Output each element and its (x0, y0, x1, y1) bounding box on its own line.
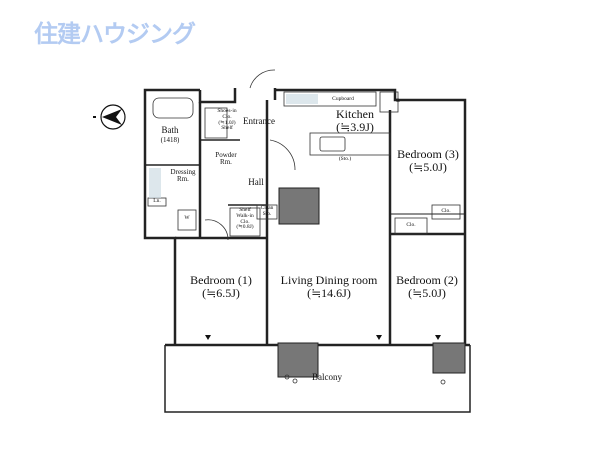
room-size: (≒3.9J) (336, 119, 374, 134)
room-size: (≒14.6J) (307, 285, 351, 300)
storage-name-2: Sto. (262, 210, 272, 217)
closet-label: Clo. (406, 222, 416, 228)
storage-name: Clean (260, 205, 274, 211)
closet-name-2: Clo. (222, 113, 232, 120)
room-bedroom-1: Bedroom (1)(≒6.5J) (190, 274, 252, 299)
room-name-2: Rm. (220, 158, 232, 167)
linen-label: Ln. (153, 198, 161, 204)
room-bedroom-3: Bedroom (3)(≒5.0J) (397, 148, 459, 173)
room-name: Bath (161, 125, 179, 135)
room-bath: Bath(1418) (160, 125, 180, 145)
cupboard-label: Cupboard (332, 96, 354, 102)
room-size: (≒6.5J) (202, 285, 240, 300)
room-size: (≒5.0J) (409, 159, 447, 174)
room-size: (1418) (160, 136, 180, 145)
shelf-label: Shelf (221, 125, 233, 132)
closet-name: Walk-in (236, 212, 254, 219)
room-balcony: Balcony (312, 372, 342, 382)
north-arrow-icon (93, 104, 126, 130)
room-name: Kitchen (336, 107, 374, 121)
washer-label: W (184, 215, 190, 221)
room-name: Dressing (170, 168, 196, 176)
closet-label: Clo. (441, 208, 451, 214)
room-hall: Hall (248, 177, 264, 187)
room-name: Living Dining room (280, 273, 378, 287)
room-name: Bedroom (1) (190, 273, 252, 287)
watermark-logo: 住建ハウジング (34, 20, 196, 48)
room-name: Bedroom (2) (396, 273, 458, 287)
closet-size: (≒0.8J) (236, 224, 254, 231)
room-name: Bedroom (3) (397, 147, 459, 161)
room-living-dining: Living Dining room(≒14.6J) (281, 274, 378, 299)
room-name-2: Rm. (177, 175, 189, 184)
closet-name: Shoes-in (217, 108, 237, 114)
shelf-label: Shelf (239, 207, 251, 213)
room-name: Powder (215, 151, 237, 159)
closet-name-2: Clo. (240, 218, 250, 225)
room-entrance: Entrance (243, 116, 275, 126)
closet-size: (≒1.0J) (218, 119, 236, 126)
refrigerator-label: R (396, 98, 400, 104)
storage-label: (Sto.) (338, 156, 352, 162)
room-kitchen: Kitchen(≒3.9J) (336, 108, 374, 133)
room-bedroom-2: Bedroom (2)(≒5.0J) (396, 274, 458, 299)
room-size: (≒5.0J) (408, 285, 446, 300)
